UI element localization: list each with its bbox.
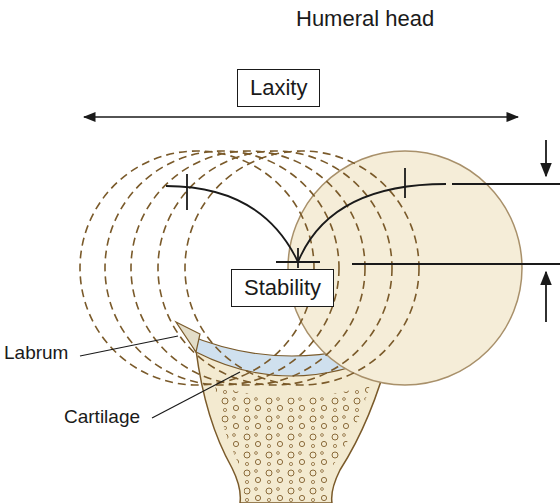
translated-heads [80, 151, 419, 385]
label-box: Laxity [237, 69, 320, 107]
part-label: Labrum [4, 342, 68, 365]
labrum [176, 322, 200, 352]
leader-line [80, 336, 178, 356]
figure-label: Humeral head [296, 6, 434, 32]
humeral-head [288, 151, 522, 385]
box-text: Stability [244, 275, 321, 301]
label-box: Stability [231, 269, 334, 307]
laxity-arrow [84, 116, 518, 118]
spongy-bone [215, 385, 370, 503]
stability-curve [166, 140, 560, 322]
leader-line [152, 372, 240, 418]
box-text: Laxity [250, 75, 307, 101]
part-label: Cartilage [64, 406, 140, 429]
